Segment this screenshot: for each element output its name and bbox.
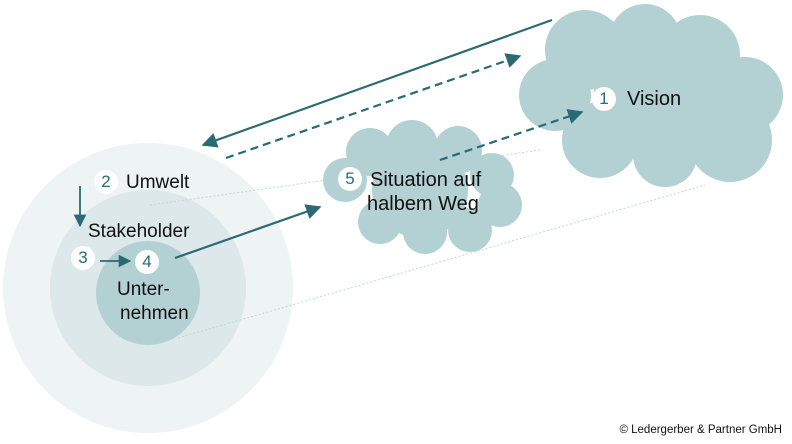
badge-umwelt: 2 [94, 170, 118, 194]
unternehmen-label-line2: nehmen [120, 303, 189, 324]
badge-vision: 1 [592, 87, 616, 111]
vision-label: Vision [627, 88, 682, 110]
unternehmen-label-line1: Unter- [117, 279, 170, 300]
situation-label-line1: Situation auf [370, 169, 482, 191]
badge-situation: 5 [338, 167, 362, 191]
stakeholder-label: Stakeholder [88, 221, 190, 242]
situation-label-line2: halbem Weg [367, 193, 479, 215]
dashed-arrow-situation-to-vision [439, 109, 584, 162]
badge-unternehmen: 4 [135, 250, 159, 274]
arrow-unternehmen-to-situation [174, 204, 322, 260]
feedback-arrow-vision-to-umwelt [201, 18, 553, 148]
copyright-notice: © Ledergerber & Partner GmbH [619, 424, 782, 436]
badge-stakeholder: 3 [71, 246, 95, 270]
situation-cloud [323, 120, 522, 254]
umwelt-label: Umwelt [126, 172, 190, 193]
perspective-line-bottom [177, 184, 706, 339]
vision-cloud [519, 4, 783, 187]
